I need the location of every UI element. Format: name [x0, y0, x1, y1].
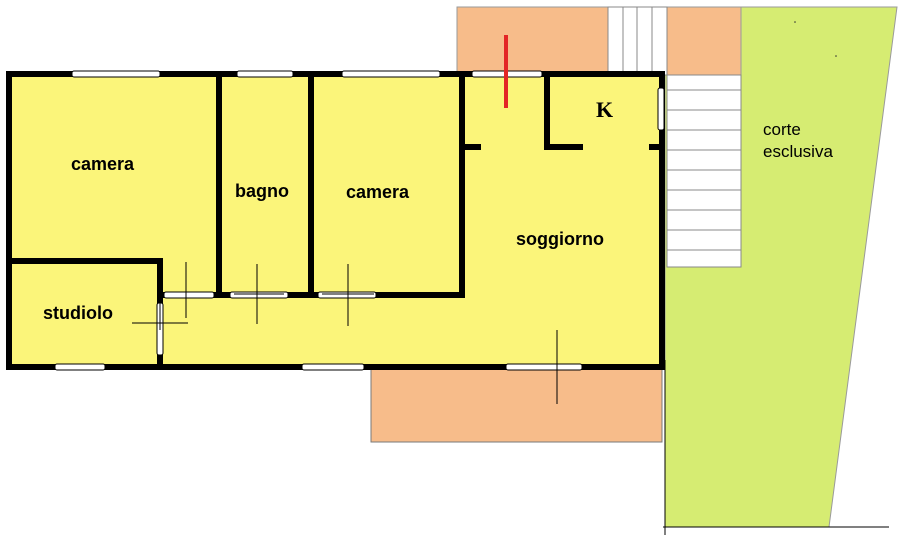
room-label-camera-left: camera [71, 154, 135, 174]
interior-walls [6, 71, 663, 370]
door-marks [132, 195, 558, 404]
room-label-camera-right: camera [346, 182, 410, 202]
terrace-bottom [370, 366, 663, 443]
room-label-soggiorno: soggiorno [516, 229, 604, 249]
room-label-kitchen: K [596, 97, 613, 122]
stair-upper [607, 6, 668, 76]
apartment-interior [9, 74, 662, 367]
speck [835, 55, 837, 57]
court-label-line1: corte [763, 120, 801, 139]
speck [794, 21, 796, 23]
room-label-bagno: bagno [235, 181, 289, 201]
court-label-line2: esclusiva [763, 142, 833, 161]
terrace-top-left [456, 6, 609, 76]
stair-main [666, 74, 742, 268]
room-label-studiolo: studiolo [43, 303, 113, 323]
terrace-top-right [666, 6, 742, 76]
